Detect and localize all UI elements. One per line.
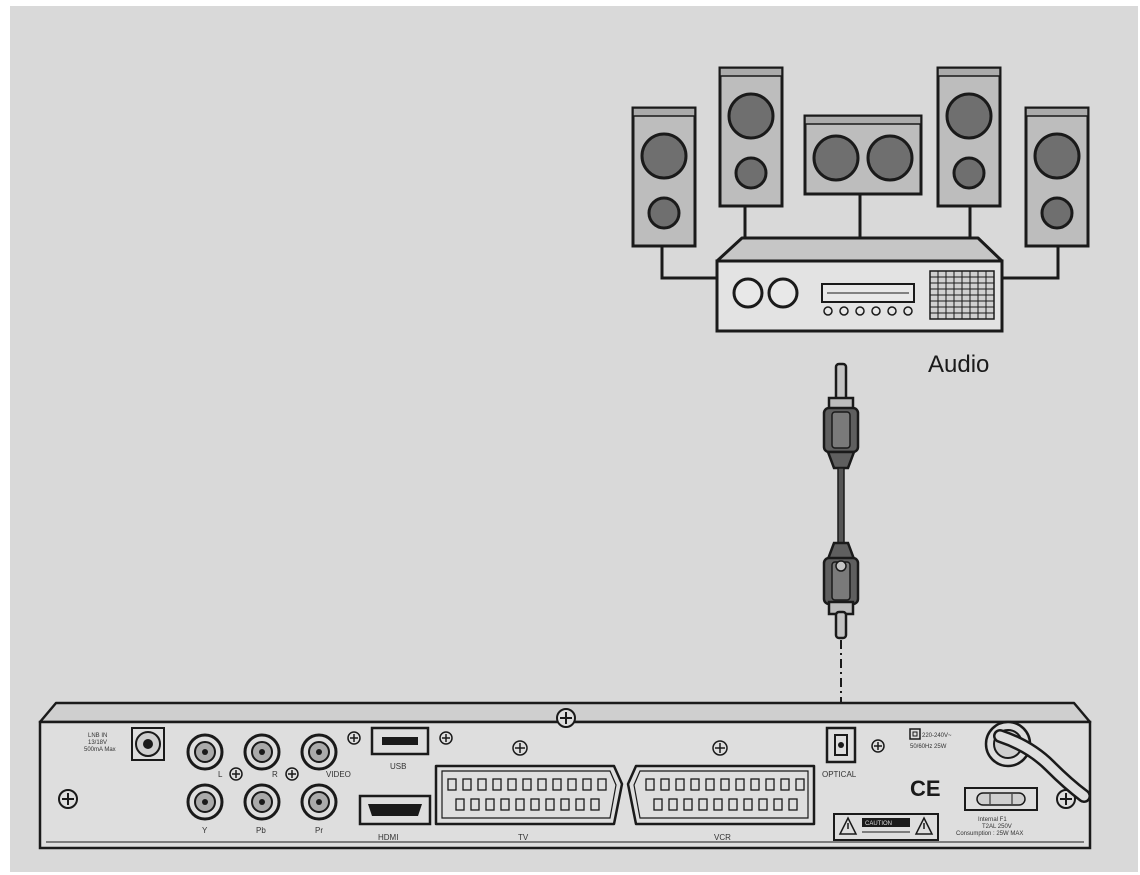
usb-label: USB	[390, 762, 406, 771]
optical-port[interactable]	[825, 726, 857, 764]
screw-icon	[1056, 789, 1076, 809]
video-port[interactable]	[300, 733, 338, 771]
fuse-holder	[964, 787, 1038, 811]
receiver-back-panel: LNB IN 13/18V 500mA Max L R VIDEO	[38, 701, 1092, 850]
fuse-line-2: T2AL 250V	[982, 824, 1012, 830]
vcr-label: VCR	[714, 833, 731, 842]
caution-label: CAUTION	[865, 821, 892, 827]
speaker-center-icon	[803, 114, 923, 196]
component-y-label: Y	[202, 826, 208, 835]
tv-scart-port[interactable]	[434, 764, 624, 826]
ce-mark: CE	[910, 776, 941, 801]
power-frequency-label: 50/60Hz 25W	[910, 744, 947, 750]
speaker-wires	[660, 194, 1060, 280]
screw-icon	[285, 767, 299, 781]
audio-right-port[interactable]	[243, 733, 281, 771]
power-voltage-label: 220-240V~	[922, 733, 952, 739]
screw-icon	[58, 789, 78, 809]
screw-icon	[556, 708, 576, 728]
component-pb-port[interactable]	[243, 783, 281, 821]
lnb-voltage-label: 13/18V	[88, 740, 107, 746]
component-pr-label: Pr	[315, 826, 323, 835]
speaker-rear-right-icon	[936, 66, 1002, 208]
power-cord[interactable]	[984, 720, 1091, 803]
vcr-scart-port[interactable]	[626, 764, 816, 826]
screw-icon	[229, 767, 243, 781]
speaker-front-left-icon	[631, 106, 697, 248]
screw-icon	[439, 731, 453, 745]
lnb-current-label: 500mA Max	[84, 747, 116, 753]
connection-diagram: Audio	[10, 6, 1138, 872]
audio-l-label: L	[218, 770, 223, 779]
caution-plate: CAUTION	[833, 813, 939, 841]
tv-label: TV	[518, 833, 529, 842]
double-insulation-icon	[909, 728, 921, 740]
speaker-front-right-icon	[1024, 106, 1090, 248]
usb-port[interactable]	[370, 726, 430, 756]
optical-label: OPTICAL	[822, 770, 857, 779]
hdmi-label: HDMI	[378, 833, 398, 842]
rca-plug-icon	[822, 362, 860, 470]
lnb-in-label: LNB IN	[88, 733, 107, 739]
screw-icon	[347, 731, 361, 745]
screw-icon	[712, 740, 728, 756]
rca-plug-icon	[822, 541, 860, 640]
audio-r-label: R	[272, 770, 278, 779]
lnb-in-port[interactable]	[131, 727, 165, 761]
component-pr-port[interactable]	[300, 783, 338, 821]
warning-triangle-icon	[838, 816, 858, 835]
video-label: VIDEO	[326, 770, 351, 779]
warning-triangle-icon	[914, 816, 934, 835]
fuse-line-3: Consumption : 25W MAX	[956, 831, 1023, 837]
component-y-port[interactable]	[186, 783, 224, 821]
screw-icon	[512, 740, 528, 756]
audio-left-port[interactable]	[186, 733, 224, 771]
optical-cable	[822, 362, 860, 728]
speaker-rear-left-icon	[718, 66, 784, 208]
audio-label: Audio	[928, 351, 989, 378]
diagram-canvas: Audio	[38, 66, 1092, 850]
screw-icon	[871, 739, 885, 753]
fuse-line-1: Internal F1	[978, 817, 1007, 823]
amplifier-icon	[715, 236, 1004, 333]
component-pb-label: Pb	[256, 826, 266, 835]
hdmi-port[interactable]	[358, 794, 432, 826]
